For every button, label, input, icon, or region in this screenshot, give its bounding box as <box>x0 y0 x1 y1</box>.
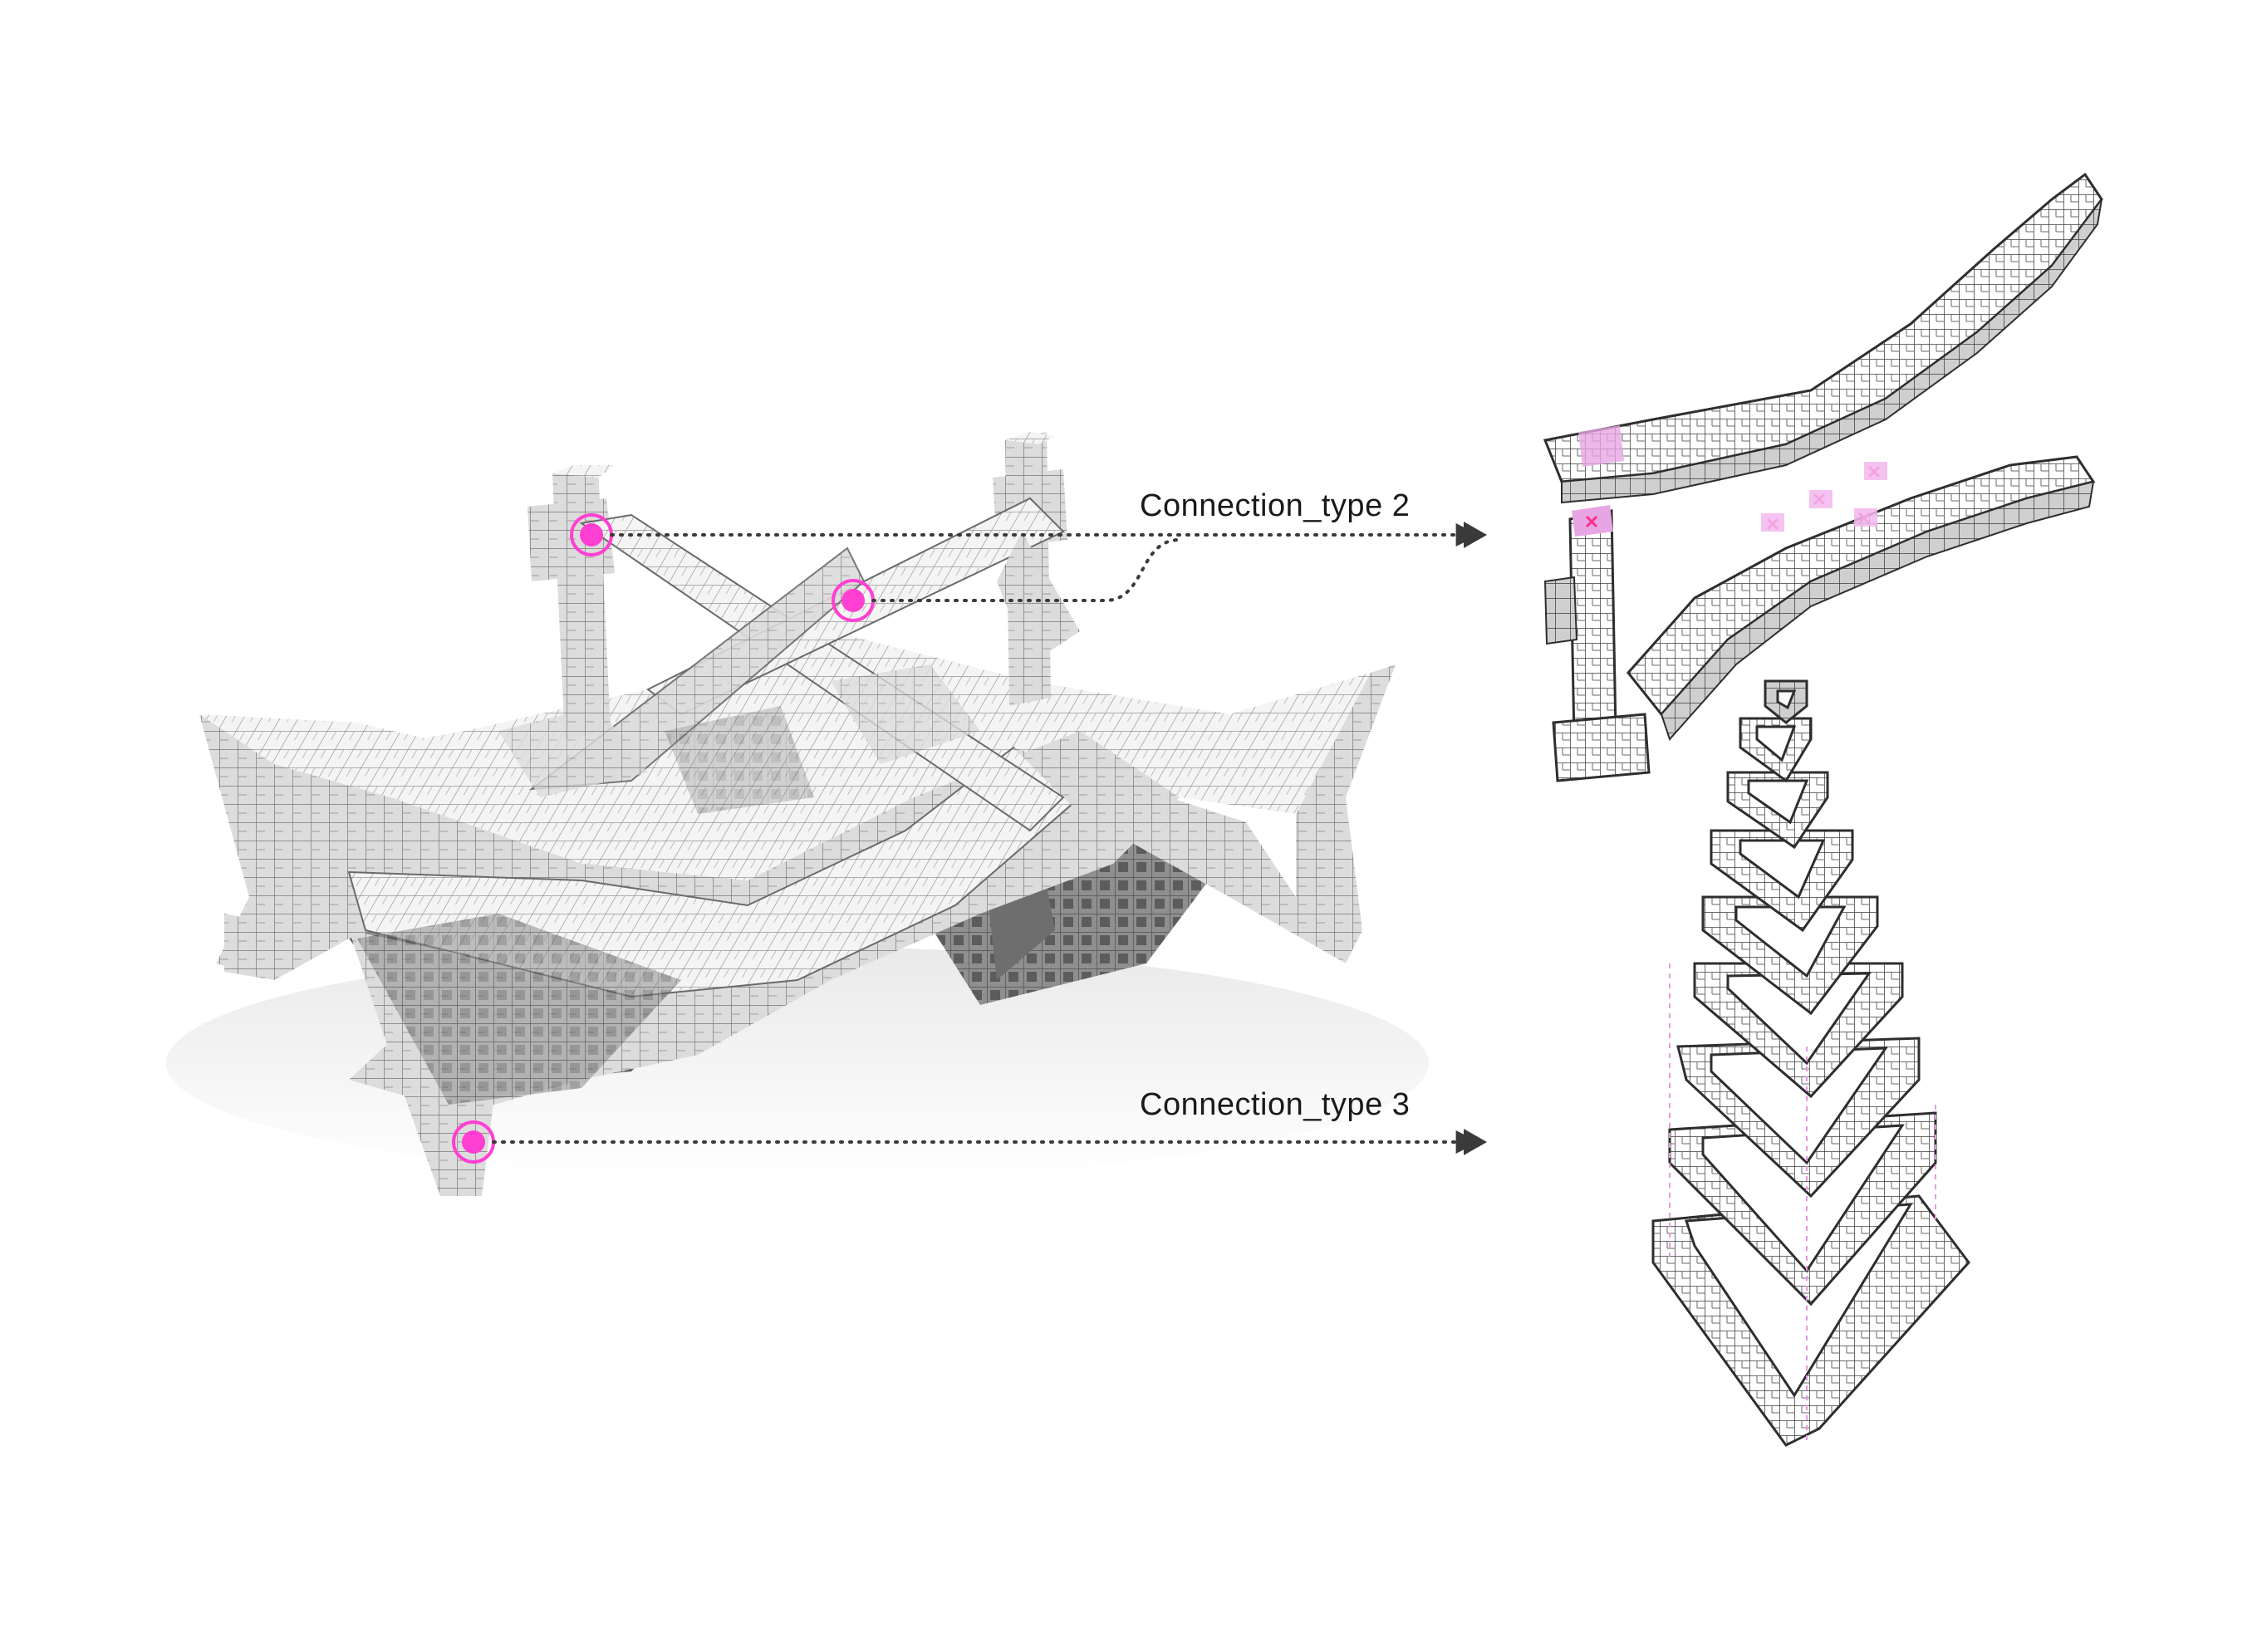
voxel-canopy-structure <box>166 432 1429 1196</box>
post-bracket <box>1543 576 1578 645</box>
alignment-guides <box>1669 963 1936 1445</box>
leader-lines <box>492 522 1487 1155</box>
left-column-cap <box>552 465 615 478</box>
right-leg <box>1013 748 1362 963</box>
deck-terrace-1 <box>498 706 648 797</box>
lower-z-beam-side <box>1660 480 2095 741</box>
post-base <box>1552 713 1651 782</box>
upper-z-beam-side <box>1561 199 2102 504</box>
canopy-deck <box>274 631 1371 880</box>
connection-type-2-leader-branch <box>871 538 1181 602</box>
arrowhead-icon <box>1464 1129 1487 1155</box>
right-column-cap <box>1005 432 1055 444</box>
upper-beam-connection-face <box>1578 425 1624 467</box>
left-back-leg <box>224 914 349 980</box>
right-wing <box>1296 664 1396 930</box>
connection-patches <box>1761 462 1887 532</box>
connection-type-2-detail <box>1543 172 2103 782</box>
right-column-brace <box>997 532 1080 664</box>
stacked-ring-tower <box>1651 679 1970 1447</box>
arrowhead-icon <box>1464 522 1487 548</box>
connection-type-2-label: Connection_type 2 <box>1140 488 1411 523</box>
deck-terrace-2 <box>665 706 814 814</box>
connection-type-3-detail <box>1651 679 1970 1447</box>
left-pyramid-grid <box>357 914 681 1105</box>
connection-type-3-label: Connection_type 3 <box>1140 1087 1411 1122</box>
deck-terrace-3 <box>831 664 980 764</box>
